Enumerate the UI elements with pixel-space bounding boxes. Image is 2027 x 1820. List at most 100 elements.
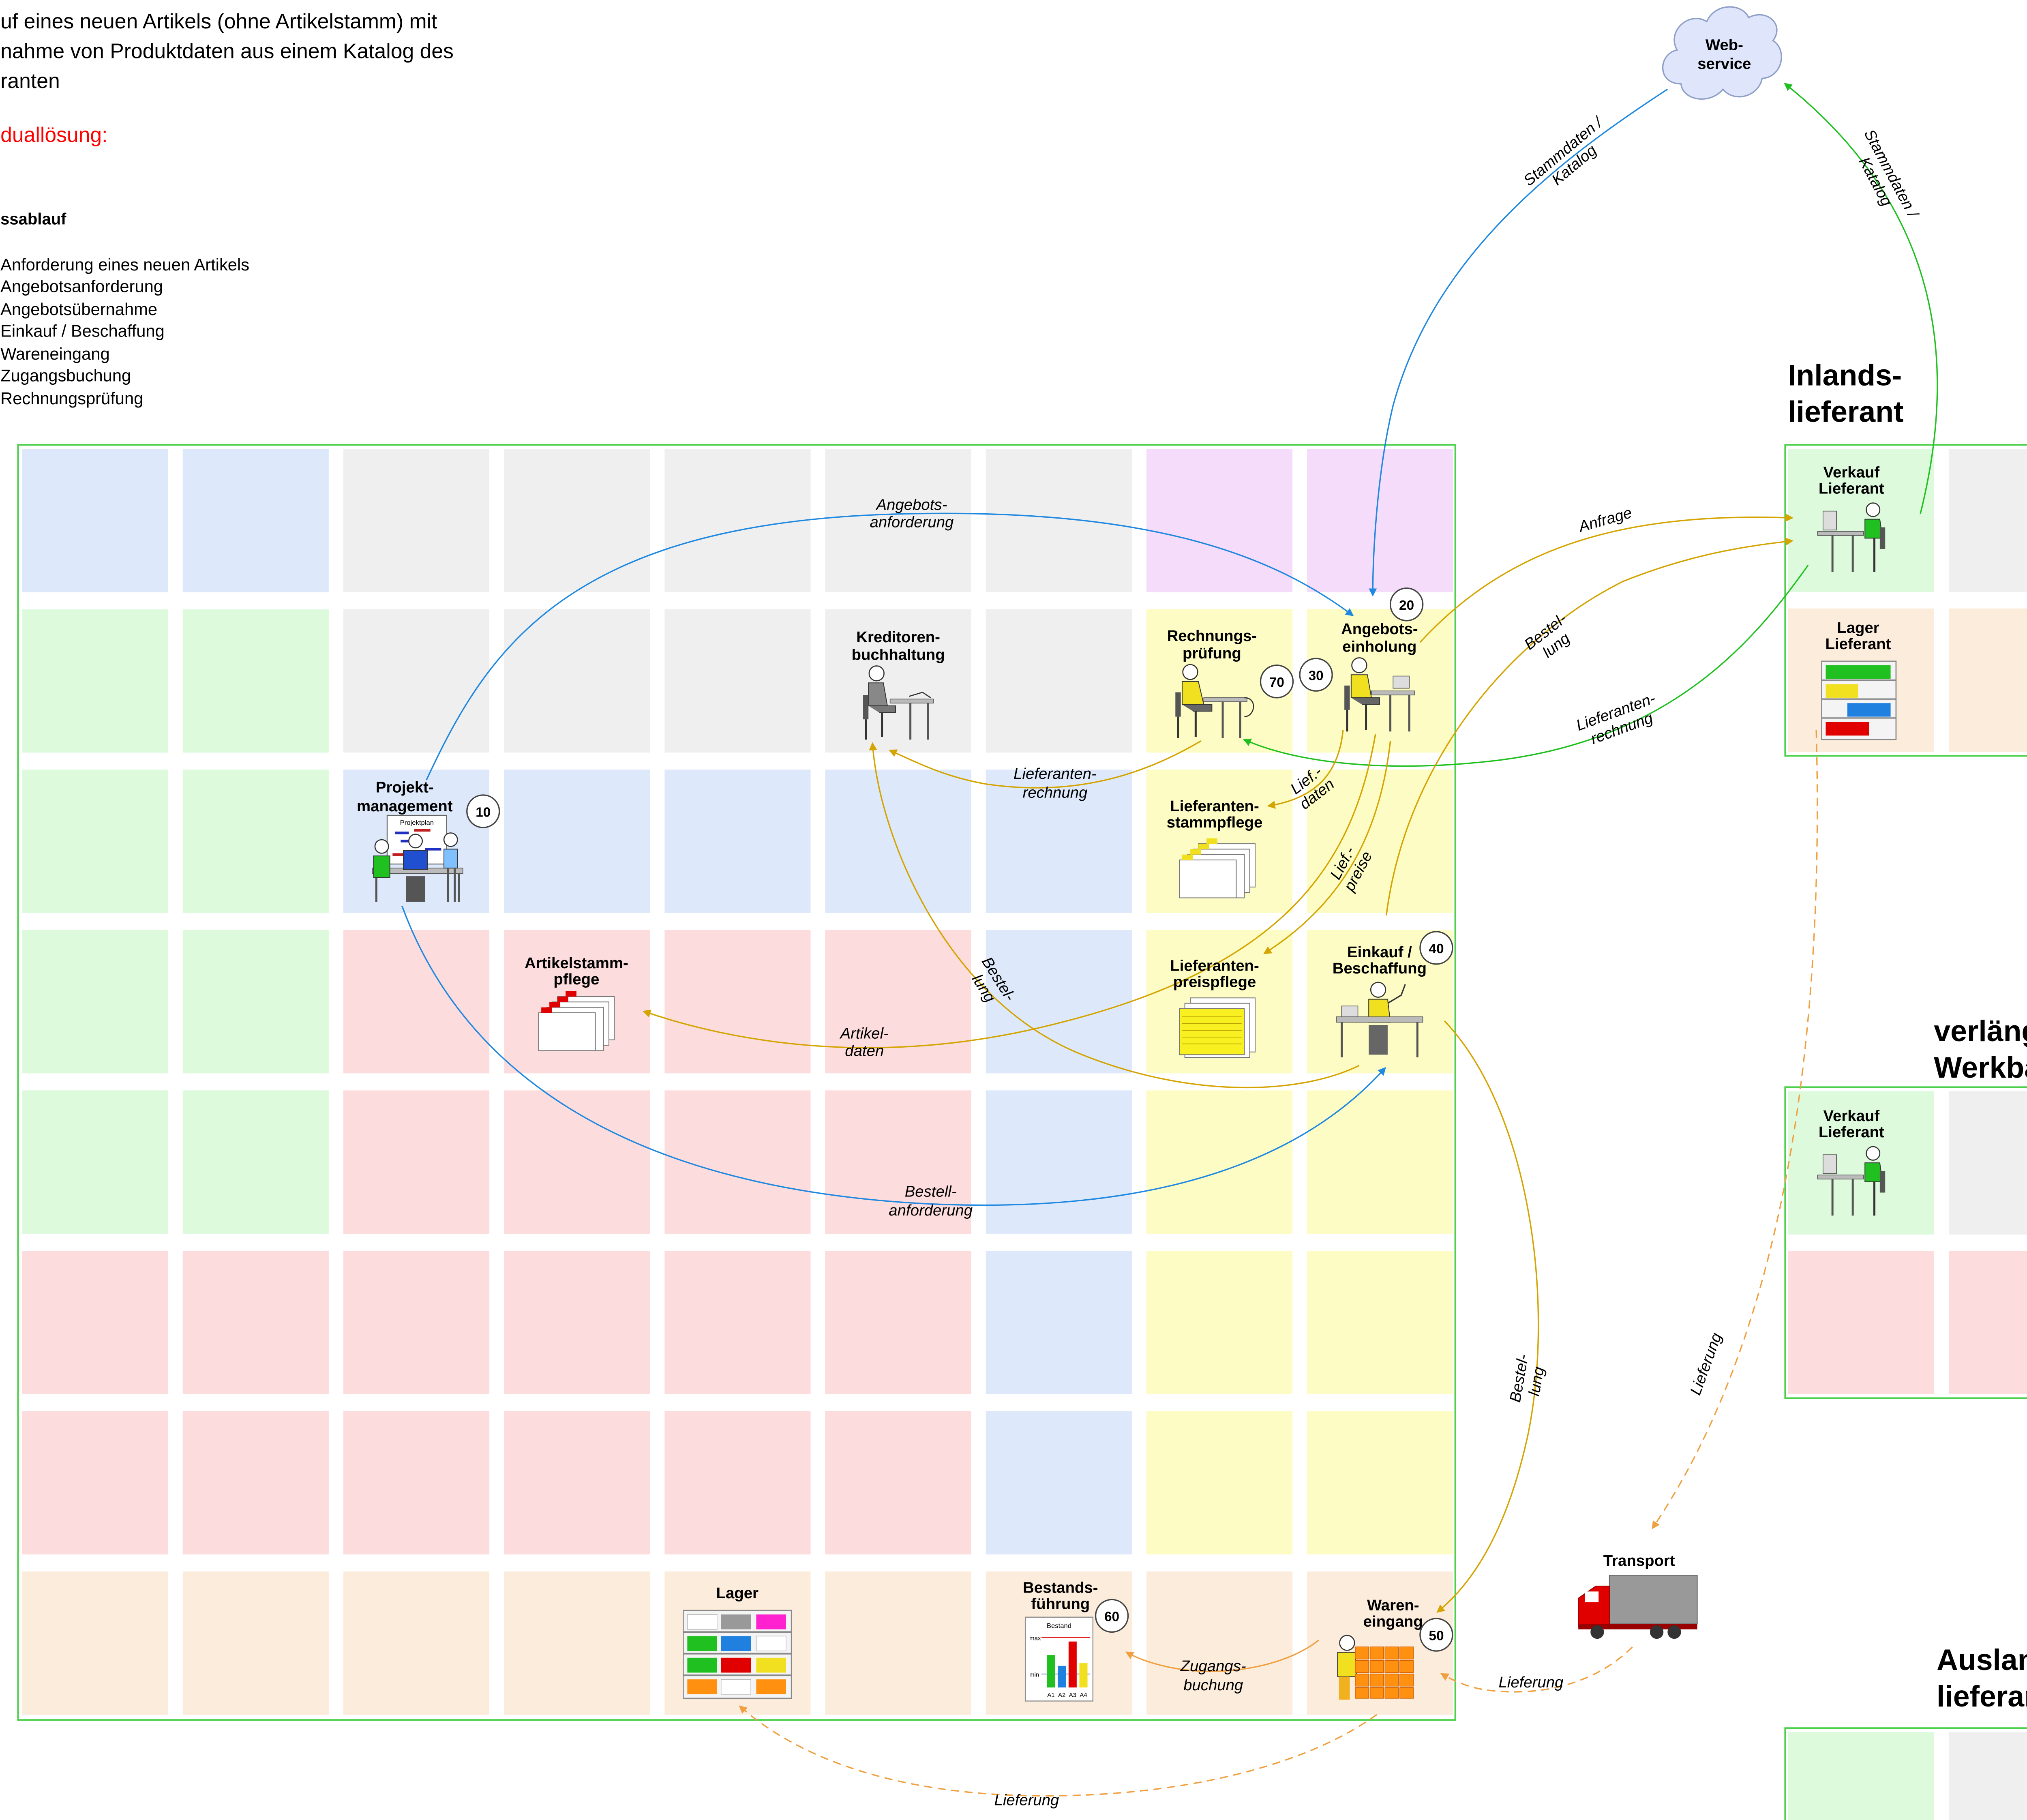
ausland-supplier: Auslands- lieferant xyxy=(1784,1643,2027,1820)
process-step: Zugangsbuchung xyxy=(0,366,131,385)
flow-bestellanforderung xyxy=(401,905,1386,1206)
badge-50: 50 xyxy=(1419,1618,1453,1652)
supplier-shelf-icon xyxy=(1821,660,1897,740)
lief-stammpflege-title: Lieferanten- xyxy=(1170,797,1259,815)
rechnungspruefung-title: prüfung xyxy=(1183,645,1241,662)
grid-tile xyxy=(22,1571,168,1715)
ausland-frame xyxy=(1784,1727,2027,1820)
inland-heading: lieferant xyxy=(1788,395,1903,429)
cloud-shape xyxy=(1662,6,1782,100)
supplier-sales-icon xyxy=(1817,502,1886,572)
station-titles: Projekt- management Kreditoren- buchhalt… xyxy=(357,620,1675,1630)
projektplan-label: Projektplan xyxy=(400,819,434,826)
grid-tile xyxy=(182,449,329,592)
grid-tile xyxy=(343,1571,490,1715)
grid-tile xyxy=(1307,449,1453,592)
intro-line-1: uf eines neuen Artikels (ohne Artikelsta… xyxy=(0,9,437,33)
intro-line-3: ranten xyxy=(0,69,60,92)
flow-artikeldaten xyxy=(642,734,1376,1048)
flow-lief-daten xyxy=(1267,730,1344,809)
grid-tile xyxy=(825,449,971,592)
inland-heading: Inlands- xyxy=(1788,358,1902,392)
flow-bestellung-we xyxy=(1436,1020,1539,1613)
bestandsfuehrung-title: führung xyxy=(1031,1595,1090,1613)
intro-subtitle: duallösung: xyxy=(0,123,107,146)
badge-70: 70 xyxy=(1260,665,1294,699)
grid-tile xyxy=(986,1090,1132,1234)
svg-text:10: 10 xyxy=(476,805,491,820)
grid-tile xyxy=(664,770,811,913)
angebotseinholung-title: einholung xyxy=(1342,638,1416,656)
grid-tile xyxy=(22,770,168,913)
label-lieferantenrechnung-gold: Lieferanten- xyxy=(1014,765,1097,782)
werkbank-frame xyxy=(1784,1086,2027,1399)
ausland-heading: lieferant xyxy=(1937,1680,2027,1713)
grid-tile xyxy=(22,609,168,753)
svg-text:20: 20 xyxy=(1399,598,1414,613)
grid-tile xyxy=(825,1411,971,1554)
flow-lieferung-lager xyxy=(739,1705,1378,1797)
step-badges: 10 20 30 70 40 60 50 xyxy=(466,587,1453,1652)
label-angebotsanforderung: anforderung xyxy=(870,514,954,531)
label-zugangsbuchung: buchung xyxy=(1183,1676,1243,1694)
svg-text:40: 40 xyxy=(1429,941,1444,956)
rechnungspruefung-title: Rechnungs- xyxy=(1167,627,1257,645)
verkauf-lieferant-label: Verkauf xyxy=(1823,463,1880,481)
process-heading: ssablauf xyxy=(0,210,66,228)
flow-lief-preise xyxy=(1263,741,1391,954)
label-bestellanforderung: anforderung xyxy=(889,1202,973,1219)
purchasing-clerk-icon xyxy=(1336,982,1423,1058)
einkauf-title: Beschaffung xyxy=(1333,960,1427,977)
grid-tile xyxy=(986,449,1132,592)
article-master-folders-icon xyxy=(538,991,615,1051)
grid-tile xyxy=(664,1411,811,1554)
process-step: Wareneingang xyxy=(0,344,110,363)
label-lieferung-ausland: Lieferung xyxy=(1687,1331,1725,1398)
kreditoren-title: buchhaltung xyxy=(852,646,945,664)
accountant-icon xyxy=(863,665,934,740)
einkauf-title: Einkauf / xyxy=(1347,943,1412,961)
grid-tile xyxy=(664,1090,811,1234)
label-zugangsbuchung: Zugangs- xyxy=(1180,1657,1246,1675)
flow-lieferung-ausland xyxy=(1652,730,1818,1529)
grid-tile xyxy=(986,609,1132,753)
grid-tile xyxy=(504,770,650,913)
grid-tile xyxy=(343,449,490,592)
grid-tile xyxy=(825,609,971,753)
grid-tile xyxy=(986,930,1132,1074)
grid-tile xyxy=(182,770,329,913)
grid-tile xyxy=(664,609,811,753)
grid-tile xyxy=(825,930,971,1074)
svg-text:30: 30 xyxy=(1309,669,1324,684)
flow-angebotsanforderung xyxy=(426,512,1354,781)
intro-text: uf eines neuen Artikels (ohne Artikelsta… xyxy=(0,9,454,408)
verkauf-lieferant-label: Lieferant xyxy=(1819,480,1884,497)
artikelstammpflege-title: Artikelstamm- xyxy=(525,954,628,972)
werkbank-supplier: verlängerte Werkbank Verkauf Lieferant xyxy=(1784,1014,2027,1399)
flow-stammdaten-webservice xyxy=(1369,88,1668,597)
grid-tile xyxy=(504,1411,650,1554)
grid-tile xyxy=(1307,1411,1453,1554)
flow-arrows xyxy=(401,83,1938,1797)
grid-tile xyxy=(22,449,168,592)
werkbank-verkauf-label: Verkauf xyxy=(1823,1107,1880,1125)
lager-title: Lager xyxy=(716,1584,759,1602)
flow-lieferantenrechnung-gold xyxy=(888,740,1202,789)
svg-text:60: 60 xyxy=(1104,1610,1119,1625)
grid-tile xyxy=(664,1250,811,1394)
grid-tile xyxy=(182,609,329,753)
projektmanagement-title: Projekt- xyxy=(376,778,434,796)
grid-tile xyxy=(1146,1250,1293,1394)
stock-col-label: A4 xyxy=(1080,1692,1087,1699)
flow-zugangsbuchung xyxy=(1125,1640,1319,1672)
flow-lieferantenrechnung-green xyxy=(1243,565,1809,767)
grid-tile xyxy=(343,1090,490,1234)
werkbank-heading: Werkbank xyxy=(1934,1051,2027,1084)
stock-min-label: min xyxy=(1029,1671,1039,1678)
label-bestellanforderung: Bestell- xyxy=(905,1183,957,1200)
goods-receipt-icon xyxy=(1337,1635,1414,1700)
flow-stammdaten-supplier xyxy=(1784,83,1938,514)
flow-bestellung-kred xyxy=(869,742,1360,1089)
intro-line-2: nahme von Produktdaten aus einem Katalog… xyxy=(0,39,454,62)
grid-tile xyxy=(1307,1250,1453,1394)
